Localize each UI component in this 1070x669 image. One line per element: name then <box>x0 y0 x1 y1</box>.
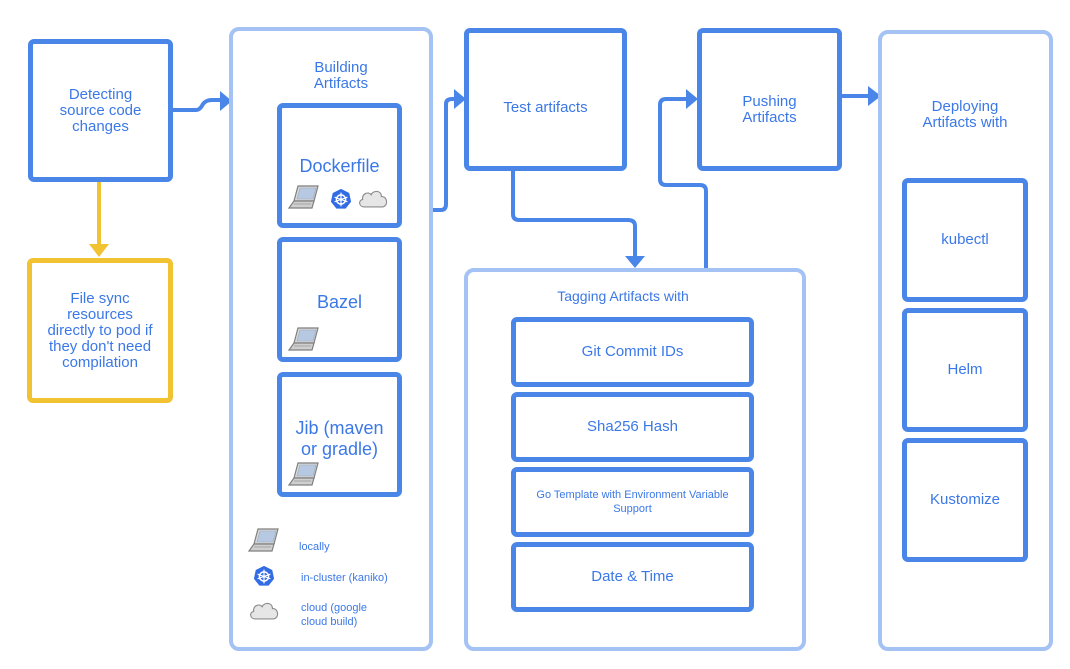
arrow-tag-to-push <box>658 97 708 270</box>
push-artifacts-label: Pushing Artifacts <box>742 93 797 126</box>
kubernetes-icon <box>330 188 352 210</box>
tag-go-template-label: Go Template with Environment Variable Su… <box>536 489 729 515</box>
builder-dockerfile[interactable]: Dockerfile <box>277 103 402 228</box>
deploy-helm-label: Helm <box>947 361 983 378</box>
tag-sha256-label: Sha256 Hash <box>587 418 678 435</box>
arrow-test-to-tag <box>511 170 637 258</box>
file-sync-node[interactable]: File sync resources directly to pod if t… <box>27 258 173 403</box>
legend-cloud: cloud (google cloud build) <box>301 602 368 628</box>
tagging-artifacts-title: Tagging Artifacts with <box>557 288 689 304</box>
deploy-kubectl-label: kubectl <box>941 231 989 248</box>
legend-locally: locally <box>299 541 330 553</box>
cloud-icon <box>248 600 280 621</box>
deploy-kustomize-label: Kustomize <box>929 491 1001 508</box>
cloud-icon <box>357 188 389 209</box>
laptop-icon <box>288 184 320 210</box>
building-artifacts-title: Building Artifacts <box>313 59 369 92</box>
detect-changes-label: Detecting source code changes <box>59 85 142 135</box>
test-artifacts-label: Test artifacts <box>503 99 588 116</box>
legend-in-cluster: in-cluster (kaniko) <box>301 572 388 584</box>
tag-git-commit-label: Git Commit IDs <box>581 343 684 360</box>
laptop-icon <box>288 326 320 352</box>
deploy-kustomize[interactable]: Kustomize <box>902 438 1028 562</box>
deploying-artifacts-title: Deploying Artifacts with <box>922 98 1008 131</box>
deploy-kubectl[interactable]: kubectl <box>902 178 1028 302</box>
builder-jib[interactable]: Jib (maven or gradle) <box>277 372 402 497</box>
builder-jib-label: Jib (maven or gradle) <box>295 418 384 459</box>
detect-changes-node[interactable]: Detecting source code changes <box>28 39 173 182</box>
test-artifacts-node[interactable]: Test artifacts <box>464 28 627 171</box>
tag-date-time-label: Date & Time <box>591 568 674 585</box>
arrow-detect-to-build <box>172 98 222 112</box>
push-artifacts-node[interactable]: Pushing Artifacts <box>697 28 842 171</box>
tag-sha256[interactable]: Sha256 Hash <box>511 392 754 462</box>
tag-git-commit[interactable]: Git Commit IDs <box>511 317 754 387</box>
tag-date-time[interactable]: Date & Time <box>511 542 754 612</box>
laptop-icon <box>288 461 320 487</box>
builder-dockerfile-label: Dockerfile <box>299 156 380 176</box>
kubernetes-icon <box>253 565 275 587</box>
tag-go-template[interactable]: Go Template with Environment Variable Su… <box>511 467 754 537</box>
builder-bazel-label: Bazel <box>316 292 363 312</box>
arrow-build-to-test <box>432 97 456 212</box>
builder-bazel[interactable]: Bazel <box>277 237 402 362</box>
laptop-icon <box>248 527 280 553</box>
deploy-helm[interactable]: Helm <box>902 308 1028 432</box>
file-sync-label: File sync resources directly to pod if t… <box>47 289 153 371</box>
